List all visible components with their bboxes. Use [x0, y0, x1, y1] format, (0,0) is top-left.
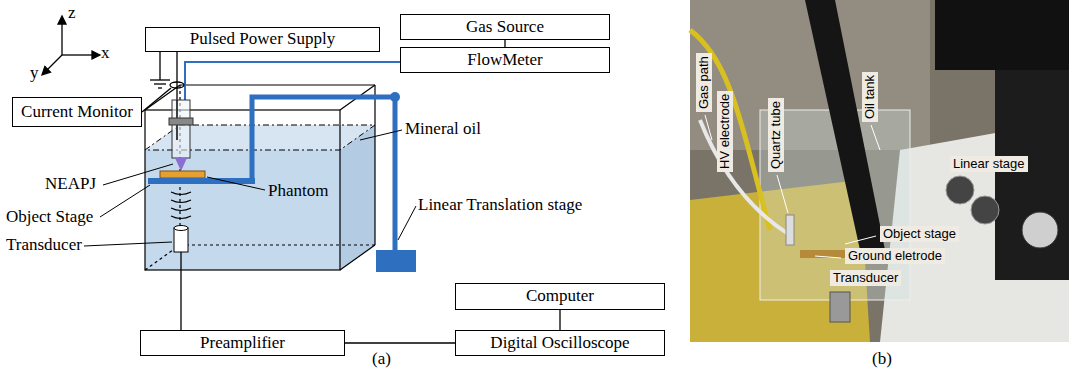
translation-arm [252, 92, 416, 272]
quartz-tube [172, 100, 190, 158]
axis-label: z [68, 4, 76, 23]
plasma-jet [175, 158, 187, 171]
connector [345, 342, 455, 343]
part-label: NEAPJ [45, 175, 96, 194]
photo-label: HV electrode [717, 91, 733, 172]
process-box: Computer [455, 283, 665, 310]
current-probe [170, 82, 184, 88]
leader-lines [84, 130, 416, 246]
oil-tank [145, 85, 375, 270]
photo-label: Object stage [880, 226, 959, 242]
gas-line [185, 62, 400, 100]
object-stage [148, 178, 255, 184]
box-text: Gas Source [466, 18, 544, 37]
axis-label: y [30, 64, 39, 83]
process-box: Current Monitor [12, 97, 142, 127]
arrow-head [42, 67, 51, 76]
photo-label: Quartz tube [768, 98, 784, 172]
connector [559, 310, 560, 330]
part-label: Object Stage [6, 208, 93, 227]
ground-symbol [150, 52, 170, 88]
process-box: Gas Source [400, 14, 610, 40]
process-box: Digital Oscilloscope [455, 330, 665, 356]
photo-label: Oil tank [862, 72, 878, 122]
axes [42, 16, 100, 75]
process-box: Preamplifier [140, 330, 345, 356]
arrow-head [92, 51, 100, 59]
photo [690, 0, 1069, 342]
part-label: Mineral oil [405, 120, 481, 139]
process-box: Pulsed Power Supply [145, 27, 380, 52]
transducer [174, 226, 188, 331]
box-text: Digital Oscilloscope [490, 334, 629, 353]
photo-label: Transducer [830, 270, 901, 286]
photo-label: Ground eletrode [845, 248, 945, 264]
ring-electrode [169, 118, 193, 125]
photo-label: Linear stage [950, 156, 1028, 172]
process-box: FlowMeter [400, 47, 610, 73]
box-text: FlowMeter [467, 51, 543, 70]
part-label: Linear Translation stage [418, 196, 582, 215]
panel-label: (b) [872, 350, 892, 369]
photo-label: Gas path [696, 53, 712, 112]
part-label: Phantom [268, 182, 328, 201]
phantom [160, 171, 205, 178]
box-text: Current Monitor [21, 103, 133, 122]
box-text: Computer [526, 287, 594, 306]
y-axis [46, 55, 62, 71]
box-text: Pulsed Power Supply [190, 30, 335, 49]
acoustic-waves [171, 192, 191, 219]
panel-label: (a) [372, 350, 391, 369]
probe-wire [142, 88, 171, 112]
part-label: Transducer [6, 236, 82, 255]
axis-label: x [101, 44, 110, 63]
connector [504, 40, 505, 47]
box-text: Preamplifier [200, 334, 285, 353]
hv-wire [176, 52, 177, 140]
arrow-head [58, 16, 66, 24]
x-axis [62, 54, 94, 55]
z-axis [61, 22, 62, 55]
